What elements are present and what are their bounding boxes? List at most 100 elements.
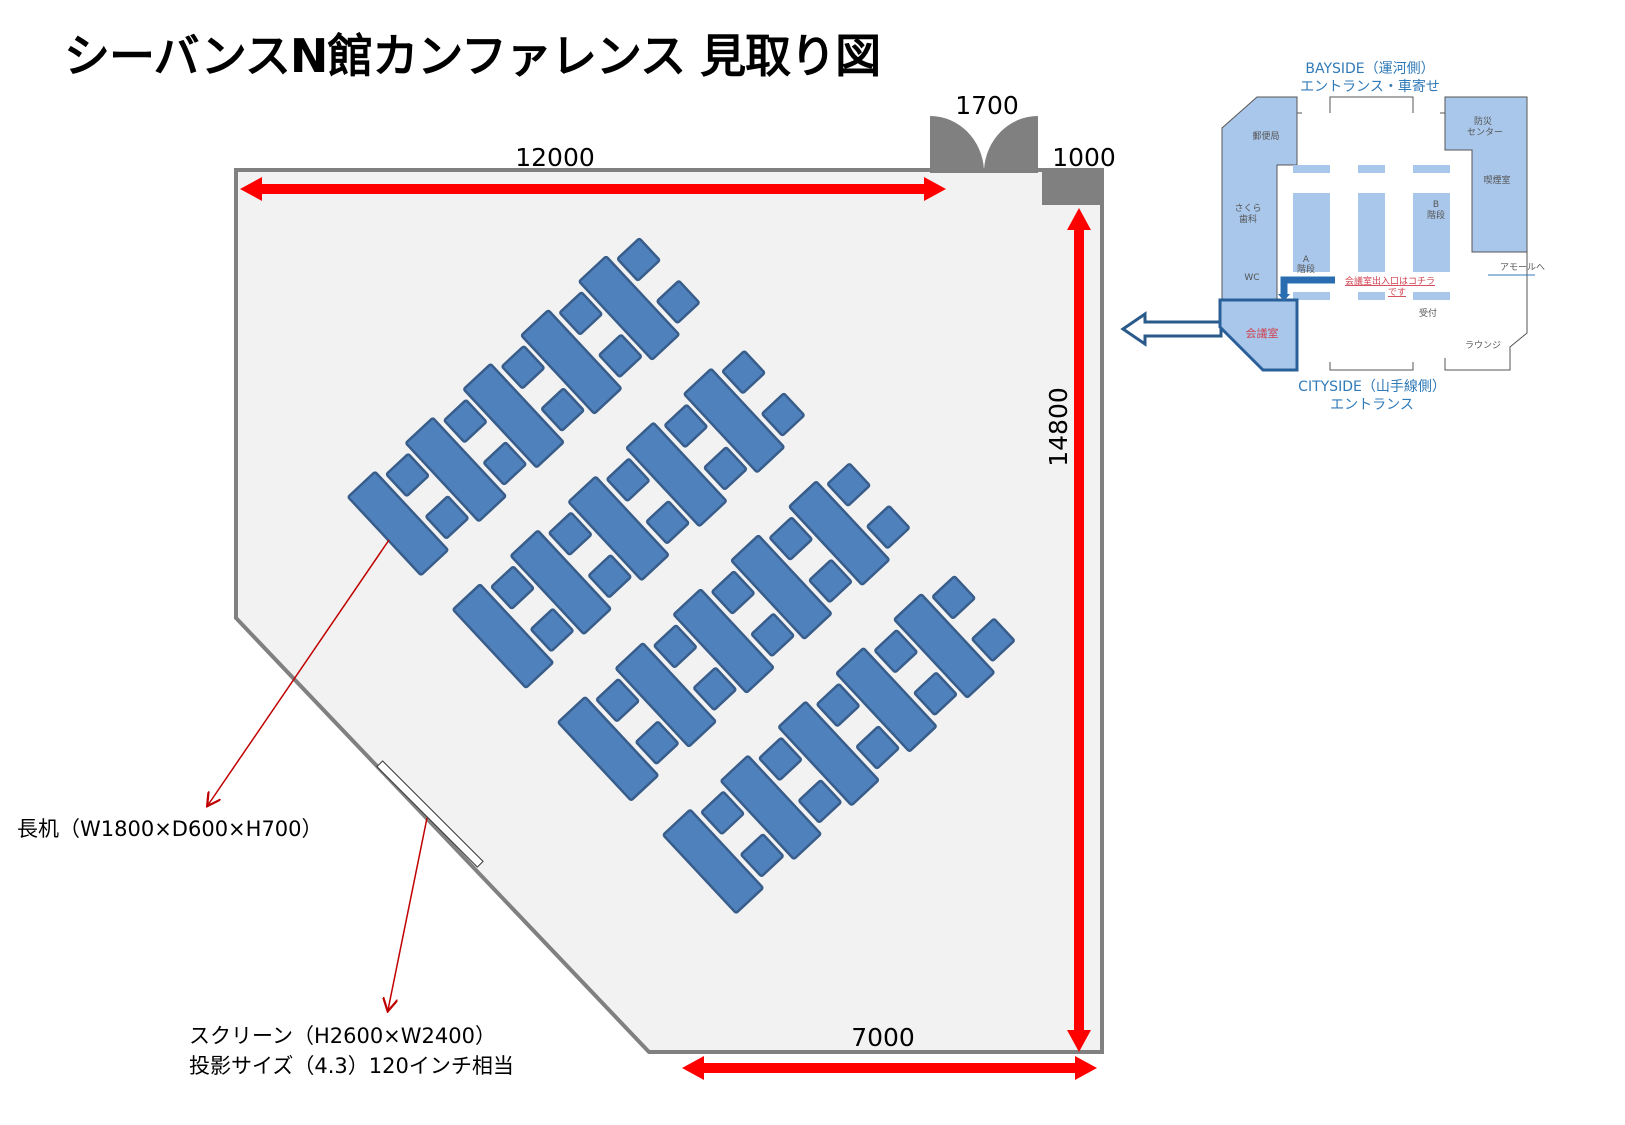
chair — [769, 516, 813, 561]
table-set — [835, 629, 958, 752]
chair — [761, 392, 805, 437]
long-table — [463, 363, 565, 468]
long-table — [662, 809, 764, 914]
chair — [635, 721, 679, 765]
chair — [501, 345, 545, 389]
table-set — [463, 345, 585, 468]
map-disaster-line1: 防災 — [1474, 115, 1492, 127]
long-table — [778, 701, 880, 806]
chair — [653, 624, 697, 669]
table-set — [557, 678, 679, 801]
long-table — [625, 422, 727, 527]
table-set — [615, 624, 737, 748]
table-set — [893, 575, 1015, 699]
screen-leader-line — [388, 817, 428, 1010]
chair — [664, 404, 708, 448]
map-right-block — [1444, 96, 1528, 253]
map-reception: 受付 — [1419, 307, 1437, 319]
chair — [595, 678, 640, 722]
long-table — [683, 368, 785, 473]
long-table — [520, 309, 622, 415]
table-set — [568, 458, 690, 581]
map-dental-line1: さくら — [1234, 203, 1261, 214]
table-set — [625, 404, 748, 527]
long-table — [615, 642, 717, 748]
chair — [932, 575, 976, 620]
long-table — [673, 588, 775, 694]
chair — [646, 500, 690, 544]
map-dental-line2: 歯科 — [1239, 213, 1257, 225]
long-table — [557, 696, 659, 801]
chair — [827, 463, 871, 507]
long-table — [452, 583, 554, 689]
table-set — [452, 565, 574, 689]
chair — [711, 570, 755, 615]
long-table — [405, 417, 507, 522]
chair — [758, 737, 802, 781]
chair — [616, 237, 661, 282]
dim-right-length: 14800 — [1044, 387, 1073, 467]
map-disaster-line2: センター — [1467, 127, 1503, 138]
location-map: BAYSIDE（運河側） エントランス・車寄せ 郵便局 防災 センター 喫煙室 … — [1218, 61, 1545, 413]
map-stairs-b-line2: 階段 — [1427, 209, 1445, 221]
chair — [598, 334, 642, 378]
chair — [559, 291, 603, 336]
chair — [700, 791, 745, 835]
dim-door-width: 1700 — [955, 91, 1019, 120]
map-lounge: ラウンジ — [1465, 340, 1501, 351]
table-set — [520, 291, 642, 415]
long-table — [893, 593, 995, 699]
long-table — [720, 755, 822, 860]
chair — [490, 565, 535, 610]
long-table — [788, 481, 890, 586]
dimension-arrow-right — [1067, 208, 1091, 1052]
map-entrance-arrow-icon — [1280, 276, 1335, 296]
map-entrance-note-line2: です — [1388, 287, 1406, 298]
dimension-arrow-bottom — [682, 1056, 1097, 1080]
map-post-office: 郵便局 — [1252, 130, 1279, 142]
hollow-arrow-left-icon — [1120, 311, 1223, 347]
map-entrance-note-line1: 会議室出入口はコチラ — [1345, 275, 1435, 287]
chair — [541, 388, 585, 432]
chair — [588, 554, 632, 598]
projector-screen — [376, 760, 484, 868]
long-table — [568, 476, 670, 581]
map-stairs-b-line1: B — [1433, 200, 1439, 210]
table-set — [788, 463, 910, 586]
table-set — [673, 570, 795, 694]
chair — [751, 613, 795, 657]
chair — [856, 725, 900, 770]
chair — [425, 495, 469, 540]
map-meeting-room-label: 会議室 — [1246, 326, 1279, 340]
chair — [913, 672, 958, 716]
chair — [808, 559, 853, 603]
table-set — [510, 512, 632, 635]
dimension-arrow-top — [240, 177, 946, 201]
long-table — [510, 530, 612, 635]
dim-corner-width: 1000 — [1052, 143, 1116, 172]
long-table — [730, 534, 832, 640]
chair — [703, 446, 748, 491]
map-amall: アモールへ — [1500, 263, 1545, 273]
chair — [971, 618, 1015, 662]
table-set — [683, 350, 805, 473]
dim-top-width: 12000 — [515, 143, 595, 172]
door — [930, 115, 1038, 173]
table-set — [405, 399, 527, 522]
chair — [721, 350, 766, 394]
table-annotation: 長机（W1800×D600×H700） — [17, 817, 323, 841]
chair — [693, 667, 737, 711]
map-left-block — [1221, 96, 1298, 301]
chair — [548, 512, 592, 556]
map-smoking: 喫煙室 — [1483, 174, 1510, 186]
chair — [606, 458, 650, 502]
chair — [385, 453, 430, 497]
chair — [816, 683, 860, 727]
chair — [530, 608, 574, 652]
screen-annotation-line2: 投影サイズ（4.3）120インチ相当 — [189, 1054, 514, 1078]
long-table — [578, 255, 680, 361]
page-title: シーバンスN館カンファレンス 見取り図 — [64, 29, 881, 83]
table-leader-line — [208, 539, 390, 805]
chair — [443, 399, 487, 443]
